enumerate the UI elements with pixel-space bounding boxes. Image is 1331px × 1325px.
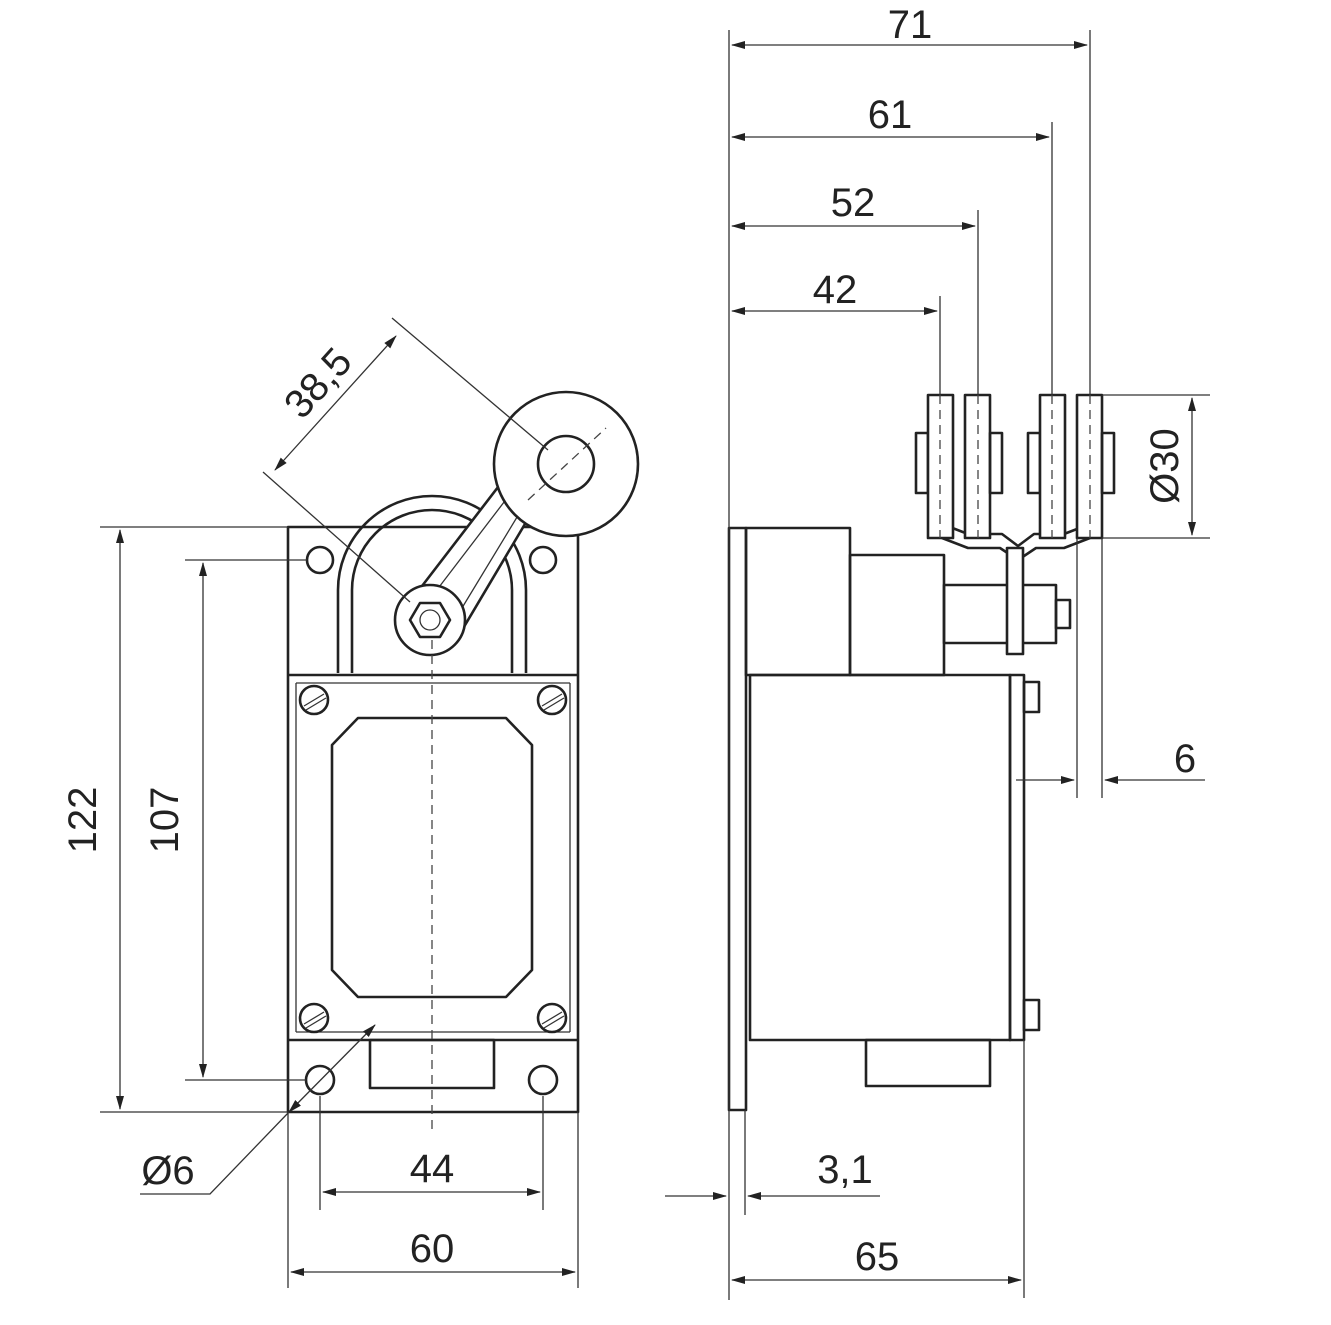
side-rollers (914, 393, 1116, 540)
dim-3-1: 3,1 (817, 1148, 873, 1192)
shaft-hub (393, 583, 467, 657)
dim-44: 44 (410, 1147, 455, 1191)
cover-window (330, 716, 534, 999)
dim-107: 107 (143, 787, 187, 854)
dim-71: 71 (888, 3, 933, 47)
side-view-dimensions: 71 61 52 42 Ø30 6 3,1 65 (665, 3, 1210, 1300)
side-view (727, 393, 1116, 1112)
mounting-plate (727, 526, 748, 1112)
head-arch (336, 494, 528, 673)
head-block (744, 526, 852, 677)
shaft-housing (848, 553, 946, 677)
dim-60: 60 (410, 1227, 455, 1271)
dim-52: 52 (831, 181, 876, 225)
side-body (748, 673, 1012, 1042)
dim-dia-30: Ø30 (1143, 428, 1187, 504)
dim-dia-6: Ø6 (141, 1149, 194, 1193)
dim-65: 65 (855, 1235, 900, 1279)
shaft (942, 583, 1058, 645)
front-housing (286, 525, 580, 1114)
dim-6: 6 (1174, 737, 1196, 781)
roller-fork (941, 522, 1091, 656)
front-view (286, 390, 640, 1130)
side-cable-gland (864, 1038, 992, 1088)
dim-61: 61 (868, 93, 913, 137)
dim-38-5: 38,5 (276, 340, 361, 427)
dim-122: 122 (61, 787, 105, 854)
roller (492, 390, 640, 538)
dim-42: 42 (813, 268, 858, 312)
